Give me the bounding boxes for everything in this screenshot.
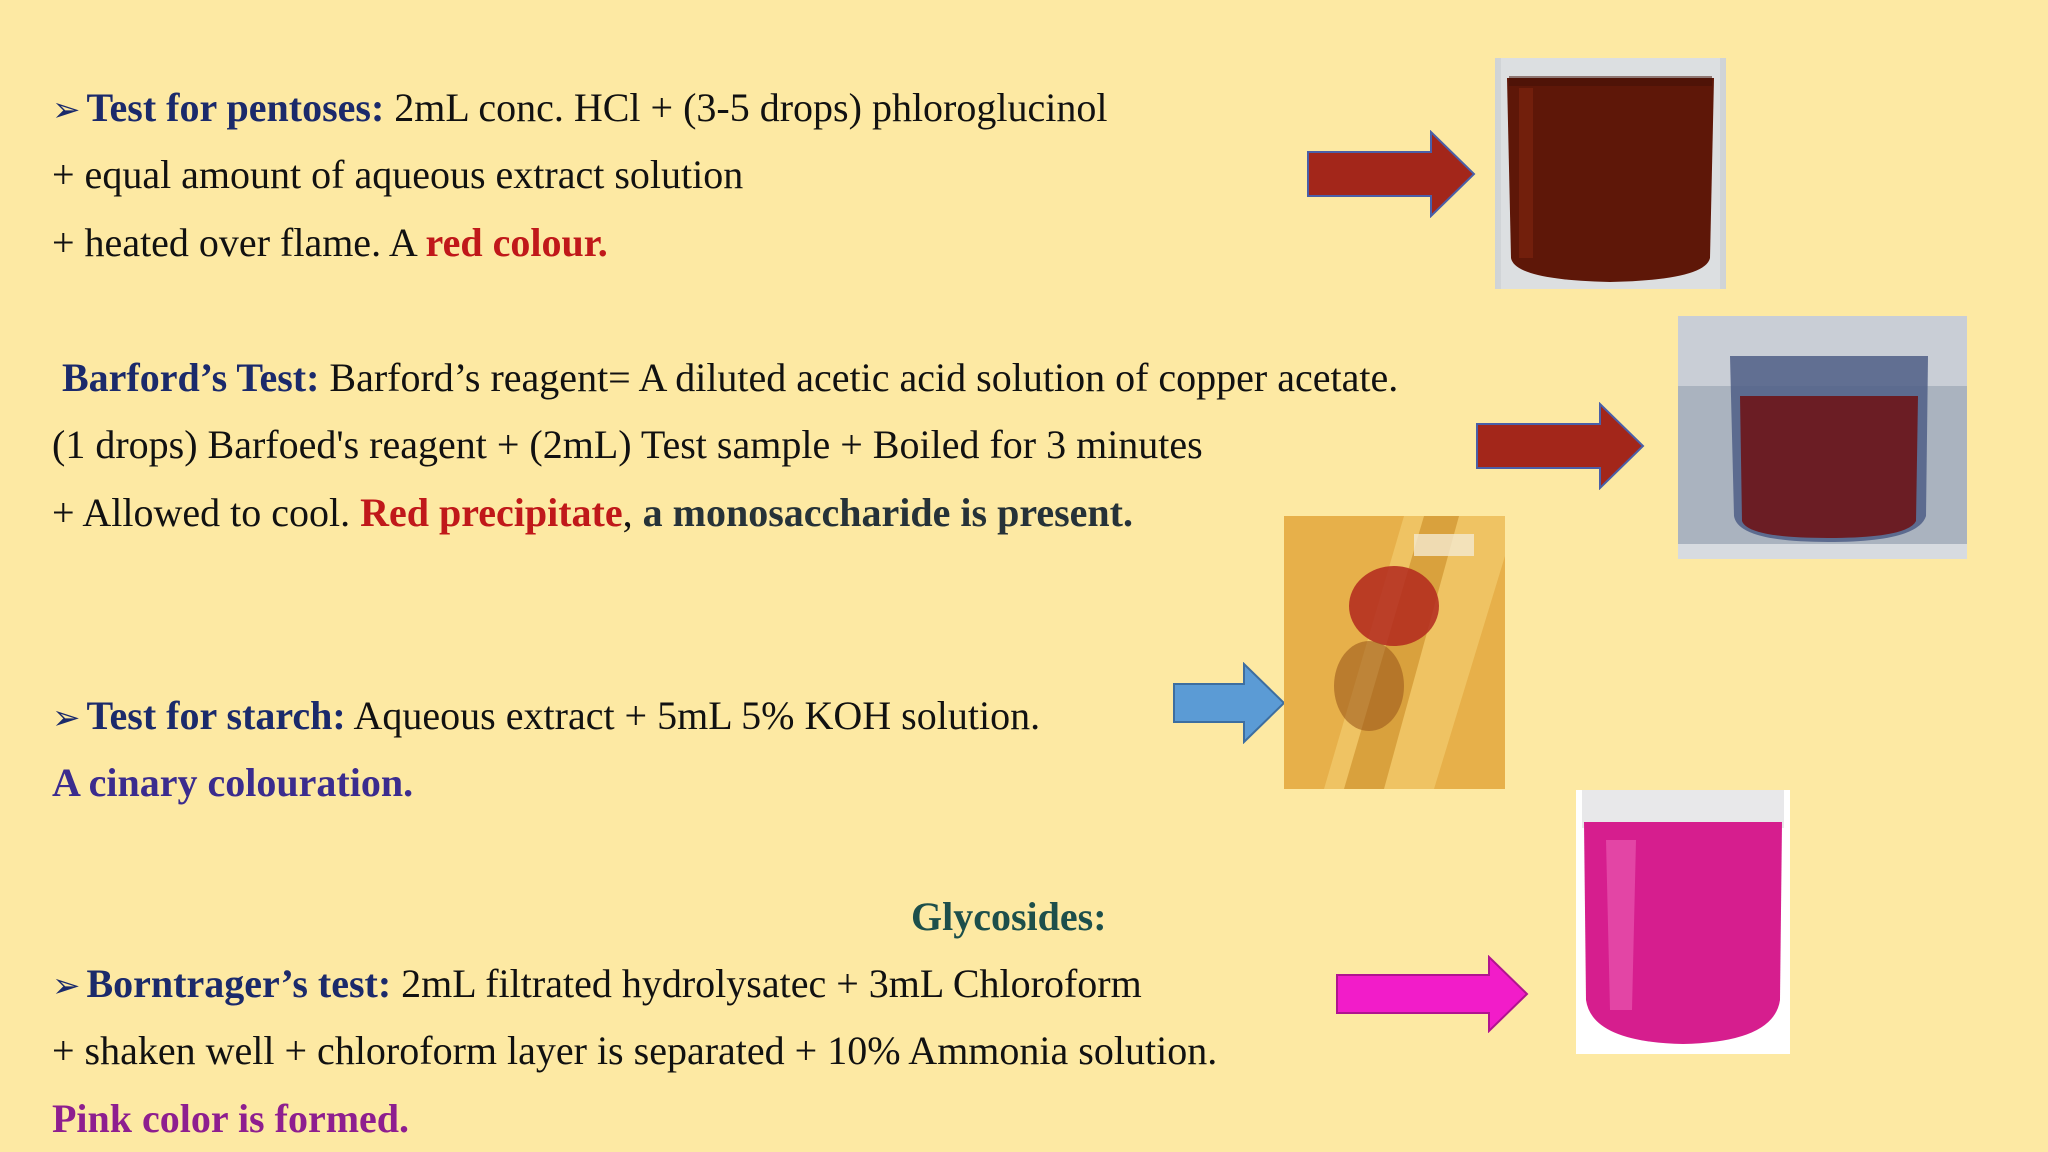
borntrager-title: Borntrager’s test:: [86, 961, 392, 1006]
barfoed-line-2: (1 drops) Barfoed's reagent + (2mL) Test…: [52, 422, 1203, 467]
pentose-test-tube-image: [1495, 58, 1726, 289]
pentoses-line-3: + heated over flame. A red colour.: [52, 219, 608, 267]
starch-text-1: Aqueous extract + 5mL 5% KOH solution.: [345, 693, 1041, 738]
starch-line-1: ➢Test for starch: Aqueous extract + 5mL …: [52, 692, 1040, 743]
bullet-icon: ➢: [52, 92, 81, 129]
borntrager-text-1: 2mL filtrated hydrolysatec + 3mL Chlorof…: [391, 961, 1142, 1006]
right-arrow-icon: [1173, 662, 1286, 744]
barfoed-title: Barford’s Test:: [62, 355, 320, 400]
starch-result: A cinary colouration.: [52, 760, 414, 805]
right-arrow-icon: [1476, 402, 1645, 490]
barfoed-line-3: + Allowed to cool. Red precipitate, a mo…: [52, 489, 1133, 537]
barfoed-test-tube-image: [1678, 316, 1967, 559]
borntrager-line-2: + shaken well + chloroform layer is sepa…: [52, 1028, 1218, 1073]
right-arrow-icon: [1336, 955, 1529, 1033]
barfoed-line-1: Barford’s Test: Barford’s reagent= A dil…: [62, 354, 1398, 402]
right-arrow-icon: [1307, 130, 1476, 218]
barfoed-separator: ,: [622, 490, 643, 535]
barfoed-result: Red precipitate: [360, 490, 623, 535]
pentoses-line-1: ➢Test for pentoses: 2mL conc. HCl + (3-5…: [52, 84, 1107, 135]
starch-test-tube-image: [1284, 516, 1505, 789]
borntrager-test-tube-image: [1576, 790, 1790, 1054]
pentoses-text-1: 2mL conc. HCl + (3-5 drops) phloroglucin…: [384, 85, 1108, 130]
bullet-icon: ➢: [52, 968, 81, 1005]
starch-title: Test for starch:: [86, 693, 346, 738]
pentoses-text-3: + heated over flame. A: [52, 220, 426, 265]
pentoses-line-2: + equal amount of aqueous extract soluti…: [52, 152, 744, 197]
pentoses-result: red colour.: [425, 220, 608, 265]
borntrager-line-1: ➢Borntrager’s test: 2mL filtrated hydrol…: [52, 960, 1142, 1011]
pentoses-title: Test for pentoses:: [86, 85, 385, 130]
barfoed-text-1: Barford’s reagent= A diluted acetic acid…: [319, 355, 1399, 400]
borntrager-result: Pink color is formed.: [52, 1096, 410, 1141]
bullet-icon: ➢: [52, 700, 81, 737]
barfoed-conclusion: a monosaccharide is present.: [642, 490, 1133, 535]
barfoed-text-3: + Allowed to cool.: [52, 490, 361, 535]
glycosides-heading: Glycosides:: [911, 894, 1107, 939]
